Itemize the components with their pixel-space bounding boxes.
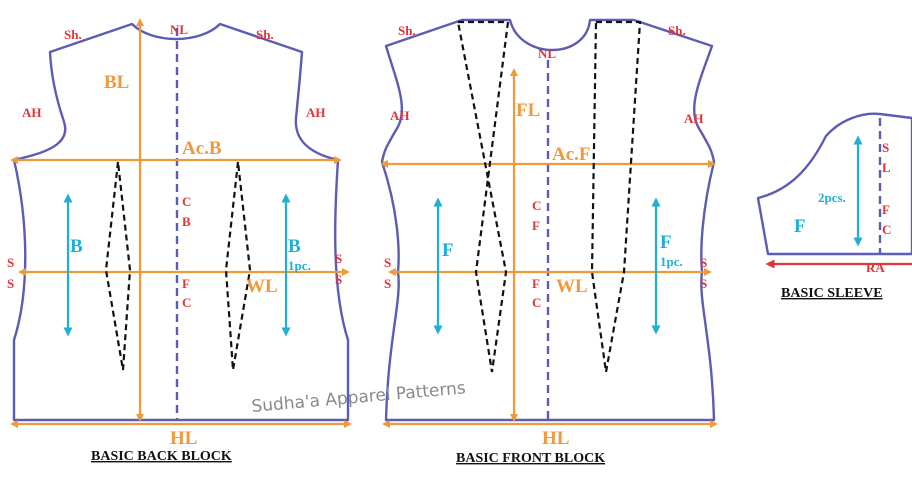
back-fold-label-2: C <box>182 295 191 310</box>
front-side-left-label-1: S <box>384 255 391 270</box>
front-side-right-label-1: S <box>700 255 707 270</box>
back-armhole-right-label: AH <box>306 105 326 120</box>
back-pieces-label: 1pc. <box>288 258 311 273</box>
back-block-title: BASIC BACK BLOCK <box>91 449 232 464</box>
back-dart-left <box>104 161 132 371</box>
front-side-right-label-2: S <box>700 276 707 291</box>
front-grain-right-label: F <box>660 232 672 253</box>
back-side-right-label-1: S <box>335 251 342 266</box>
front-dart-left <box>456 20 510 373</box>
across-front-label: Ac.F <box>552 144 591 165</box>
sleeve-title: BASIC SLEEVE <box>781 286 883 301</box>
front-hip-label: HL <box>542 428 569 449</box>
back-block: Sh. Sh. NL BL AH AH Ac.B C B F C S S S S… <box>7 18 352 464</box>
back-shoulder-right-label: Sh. <box>256 27 274 42</box>
front-centre-label-2: F <box>532 218 540 233</box>
sleeve-length-label-2: L <box>882 160 891 175</box>
front-waist-label: WL <box>556 276 588 297</box>
front-fold-label-2: C <box>532 295 541 310</box>
back-armhole-left-label: AH <box>22 105 42 120</box>
back-centre-label-1: C <box>182 194 191 209</box>
across-back-label: Ac.B <box>182 138 222 159</box>
front-side-left-label-2: S <box>384 276 391 291</box>
sleeve-pieces-label: 2pcs. <box>818 190 846 205</box>
front-block-outline <box>380 18 716 422</box>
front-fold-label-1: F <box>532 276 540 291</box>
front-neck-label: NL <box>538 46 556 61</box>
front-grain-left-label: F <box>442 240 454 261</box>
watermark: Sudha'a Apparel Patterns <box>251 378 467 417</box>
back-grain-right-label: B <box>288 236 301 257</box>
back-fold-label-1: F <box>182 276 190 291</box>
back-centre-label-2: B <box>182 214 191 229</box>
front-block-title: BASIC FRONT BLOCK <box>456 451 605 466</box>
back-shoulder-left-label: Sh. <box>64 27 82 42</box>
sleeve-outline <box>756 112 912 256</box>
sleeve-block: F 2pcs. S L F C RA BASIC SLEEVE <box>756 112 912 301</box>
front-length-label: FL <box>516 100 540 121</box>
front-block: Sh. Sh. NL FL AH AH Ac.F C F F C S S S S… <box>380 18 718 466</box>
back-block-outline <box>12 22 350 422</box>
back-neck-label: NL <box>170 22 188 37</box>
front-pieces-label: 1pc. <box>660 254 683 269</box>
back-dart-right <box>224 161 252 371</box>
sleeve-fold-label-2: C <box>882 222 891 237</box>
back-waist-label: WL <box>246 276 278 297</box>
round-arm-label: RA <box>866 260 885 275</box>
front-dart-right <box>590 20 642 373</box>
front-centre-label-1: C <box>532 198 541 213</box>
back-side-left-label-1: S <box>7 255 14 270</box>
sleeve-fold-label-1: F <box>882 202 890 217</box>
back-side-right-label-2: S <box>335 272 342 287</box>
front-armhole-left-label: AH <box>390 108 410 123</box>
front-armhole-right-label: AH <box>684 111 704 126</box>
front-shoulder-left-label: Sh. <box>398 23 416 38</box>
sleeve-grain-label: F <box>794 216 806 237</box>
front-shoulder-right-label: Sh. <box>668 23 686 38</box>
back-side-left-label-2: S <box>7 276 14 291</box>
back-length-label: BL <box>104 72 129 93</box>
back-hip-label: HL <box>170 428 197 449</box>
sleeve-length-label-1: S <box>882 140 889 155</box>
back-grain-left-label: B <box>70 236 83 257</box>
